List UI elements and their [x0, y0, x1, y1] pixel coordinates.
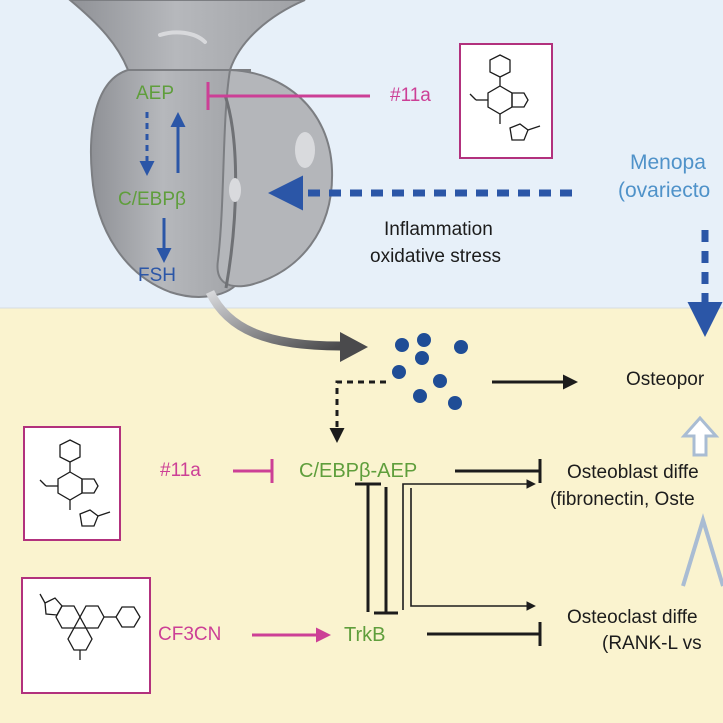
pituitary-gland-illustration — [68, 0, 334, 298]
chemical-structure-icon — [21, 577, 151, 694]
cf3cn-label: CF3CN — [158, 624, 222, 645]
inflammation-label: Inflammation — [384, 219, 493, 240]
oxidative-stress-label: oxidative stress — [370, 246, 501, 267]
trkb-to-osteoblast-arrow — [402, 479, 536, 610]
complex-to-osteoclast-arrow — [410, 488, 536, 611]
hollow-up-arrow-icon — [680, 415, 720, 457]
fsh-label: FSH — [138, 265, 176, 286]
menopause-label: Menopa — [630, 151, 706, 174]
chemical-structure-icon — [23, 426, 121, 541]
osteoclast-markers-label: (RANK-L vs — [602, 633, 702, 654]
fsh-release-arrow — [205, 289, 341, 351]
fsh-release-arrowhead — [340, 332, 368, 362]
cebpb-label: C/EBPβ — [118, 189, 186, 210]
fsh-particle-icon — [392, 333, 468, 410]
ovariectomy-label: (ovariecto — [618, 179, 711, 202]
top-inhibitor-label: #11a — [390, 85, 431, 106]
trkb-label: TrkB — [344, 624, 386, 646]
chemical-structure-icon — [459, 43, 553, 159]
aep-label: AEP — [136, 83, 175, 104]
osteoporosis-label: Osteopor — [626, 369, 705, 390]
osteoblast-markers-label: (fibronectin, Oste — [550, 489, 695, 510]
bottom-inhibitor-label: #11a — [160, 460, 201, 481]
cebpb-aep-complex-label: C/EBPβ-AEP — [299, 460, 418, 482]
osteoclast-label: Osteoclast diffe — [567, 607, 698, 628]
caret-icon — [681, 513, 723, 587]
osteoblast-label: Osteoblast diffe — [567, 462, 699, 483]
fsh-to-complex-dashed-arrow — [329, 380, 386, 443]
